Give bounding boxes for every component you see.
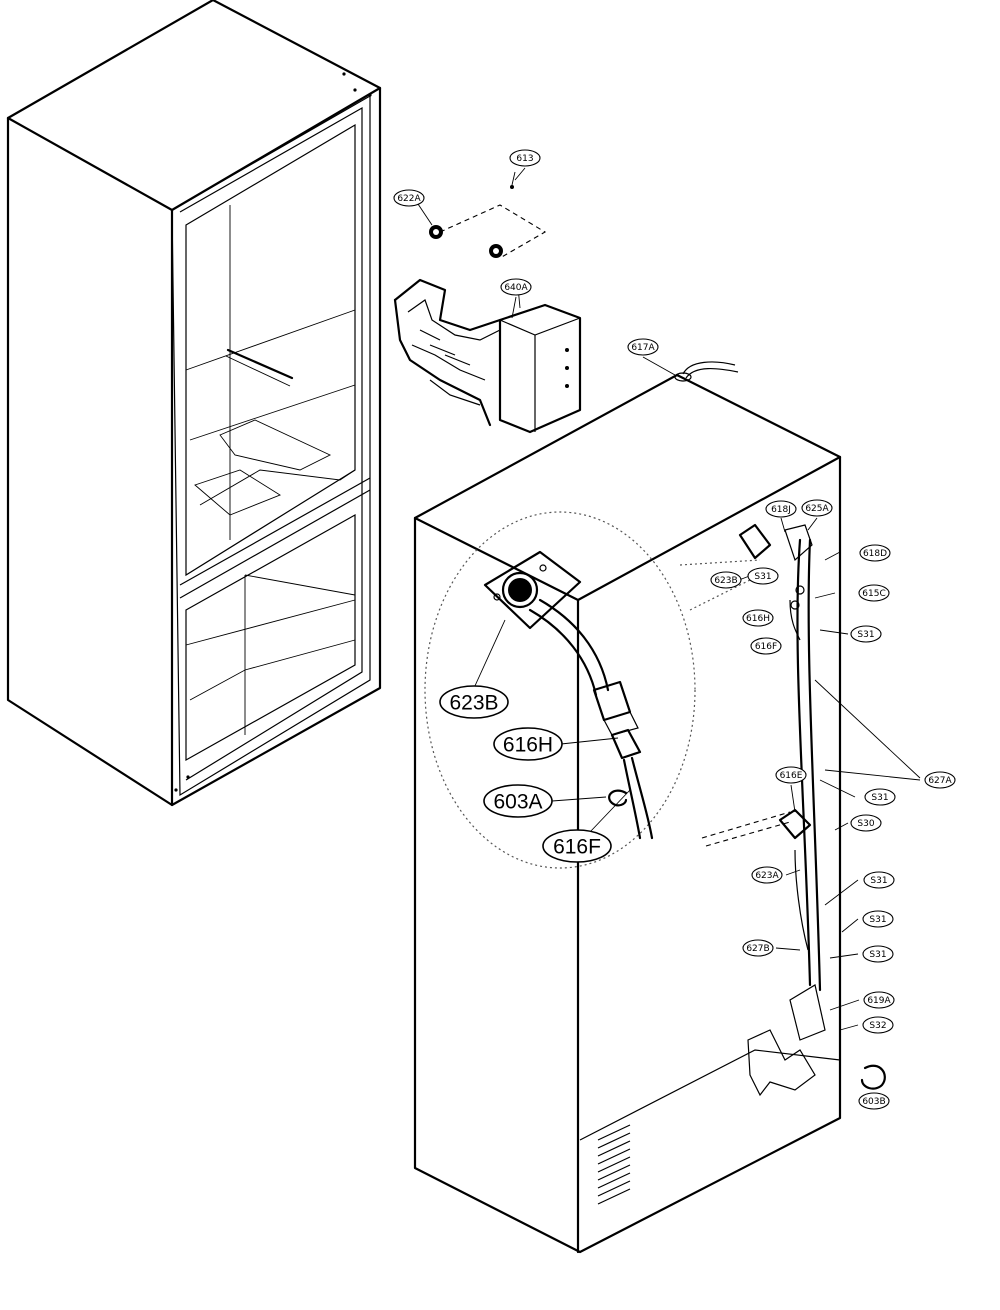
callout-label: 618J <box>771 505 791 515</box>
callout-bubble <box>862 1016 894 1034</box>
callout-s31-a: S31 <box>747 567 779 585</box>
callout-label: S30 <box>857 819 874 829</box>
callout-bubble <box>864 788 896 806</box>
callout-bubble <box>858 1092 890 1110</box>
callout-616f-s: 616F <box>750 637 782 655</box>
callout-bubble <box>393 189 425 207</box>
callout-bubble <box>483 784 553 818</box>
callout-s30: S30 <box>850 814 882 832</box>
callout-bubble <box>627 338 659 356</box>
callout-bubble <box>750 637 782 655</box>
callout-label: 616H <box>503 733 553 756</box>
callout-label: 625A <box>805 504 829 514</box>
callout-bubble <box>850 814 882 832</box>
callout-bubble <box>801 499 833 517</box>
callout-label: 618D <box>863 549 887 559</box>
callout-label: 619A <box>867 996 891 1006</box>
callout-bubble <box>439 685 509 719</box>
callout-613: 613 <box>509 149 541 167</box>
callout-618j: 618J <box>765 500 797 518</box>
callout-bubble <box>863 871 895 889</box>
callout-627a: 627A <box>924 771 956 789</box>
callout-s32: S32 <box>862 1016 894 1034</box>
callout-label: 627B <box>746 944 769 954</box>
callout-label: S31 <box>869 950 886 960</box>
callout-bubble <box>858 584 890 602</box>
callout-label: 623B <box>449 691 498 714</box>
callout-label: 623A <box>755 871 779 881</box>
callout-bubble <box>542 829 612 863</box>
callout-617a: 617A <box>627 338 659 356</box>
callout-label: 603A <box>493 790 542 813</box>
callout-619a: 619A <box>863 991 895 1009</box>
callout-bubble <box>775 766 807 784</box>
callout-s31-f: S31 <box>862 945 894 963</box>
water-line-tubing <box>417 167 921 1090</box>
callout-616h-l: 616H <box>493 727 563 761</box>
callout-bubble <box>742 939 774 957</box>
callout-bubble <box>862 910 894 928</box>
callout-616f-l: 616F <box>542 829 612 863</box>
callout-603b: 603B <box>858 1092 890 1110</box>
callout-label: 623B <box>714 576 737 586</box>
callout-label: S31 <box>869 915 886 925</box>
detail-magnification <box>424 511 771 869</box>
callout-bubble <box>747 567 779 585</box>
callout-623a: 623A <box>751 866 783 884</box>
callout-616e: 616E <box>775 766 807 784</box>
callout-bubble <box>850 625 882 643</box>
callout-s31-c: S31 <box>864 788 896 806</box>
callout-bubble <box>751 866 783 884</box>
callout-label: 622A <box>397 194 421 204</box>
callout-bubble <box>862 945 894 963</box>
callout-bubble <box>742 609 774 627</box>
callout-s31-d: S31 <box>863 871 895 889</box>
ice-maker-assembly <box>393 171 582 434</box>
callout-616h-s: 616H <box>742 609 774 627</box>
callout-label: 613 <box>516 154 533 164</box>
callout-bubble <box>859 544 891 562</box>
callout-label: 603B <box>862 1097 885 1107</box>
callout-bubble <box>924 771 956 789</box>
callout-bubble <box>493 727 563 761</box>
callout-bubble <box>765 500 797 518</box>
vent-grille <box>597 1124 631 1205</box>
callout-bubble <box>509 149 541 167</box>
callout-bubble <box>500 278 532 296</box>
callout-label: S31 <box>754 572 771 582</box>
callout-623b-s: 623B <box>710 571 742 589</box>
callout-bubble <box>710 571 742 589</box>
callout-label: 640A <box>504 283 528 293</box>
callout-623b-l: 623B <box>439 685 509 719</box>
callout-618d: 618D <box>859 544 891 562</box>
callout-label: 616F <box>553 835 601 858</box>
callout-label: 616H <box>746 614 770 624</box>
callout-625a: 625A <box>801 499 833 517</box>
callout-627b: 627B <box>742 939 774 957</box>
callout-label: 615C <box>862 589 885 599</box>
callout-label: 617A <box>631 343 655 353</box>
refrigerator-cabinet-back <box>413 361 842 1254</box>
callout-640a: 640A <box>500 278 532 296</box>
callout-label: 616F <box>755 642 777 652</box>
callout-label: S31 <box>871 793 888 803</box>
callout-622a: 622A <box>393 189 425 207</box>
callout-label: 627A <box>928 776 952 786</box>
callout-bubble <box>863 991 895 1009</box>
callout-label: S32 <box>869 1021 886 1031</box>
callout-s31-e: S31 <box>862 910 894 928</box>
callout-label: 616E <box>780 771 803 781</box>
callout-label: S31 <box>870 876 887 886</box>
callout-s31-b: S31 <box>850 625 882 643</box>
callout-label: S31 <box>857 630 874 640</box>
refrigerator-cabinet-front <box>6 0 382 807</box>
callout-615c: 615C <box>858 584 890 602</box>
callout-603a-l: 603A <box>483 784 553 818</box>
